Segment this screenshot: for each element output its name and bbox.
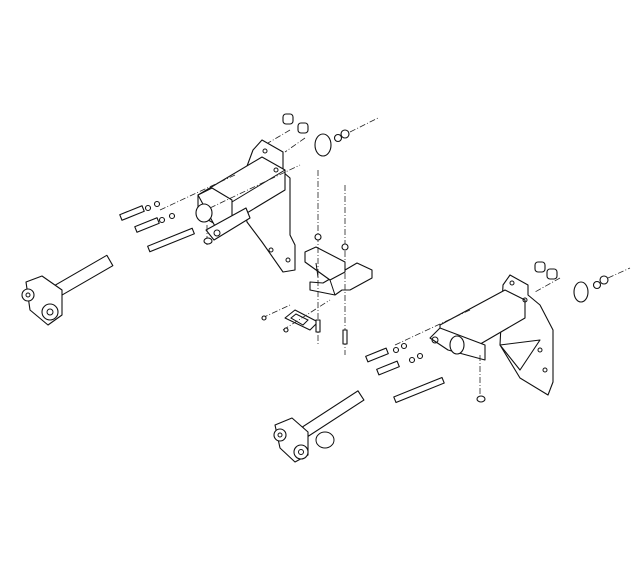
upper-spacers — [159, 113, 379, 245]
lower-hitch-bracket — [429, 274, 554, 396]
left-tow-pin — [21, 254, 114, 326]
right-tow-pin — [273, 390, 365, 463]
lower-bolts — [365, 342, 486, 404]
upper-bolts — [119, 200, 213, 253]
lower-spacers — [394, 261, 631, 395]
center-crossmember-bracket — [261, 170, 373, 355]
upper-hitch-bracket — [195, 139, 296, 273]
